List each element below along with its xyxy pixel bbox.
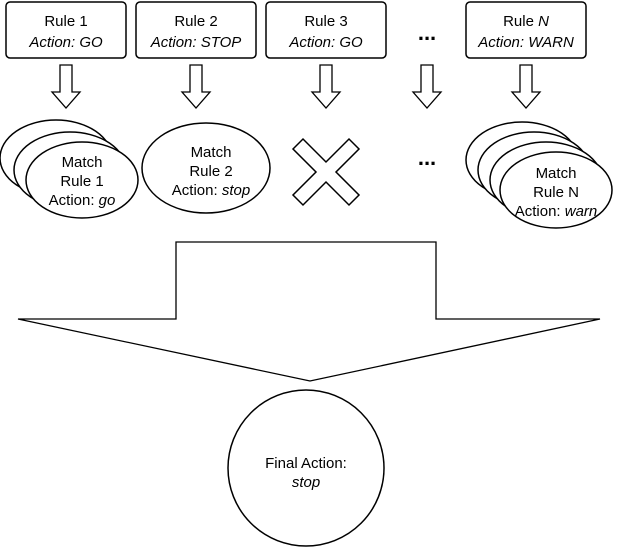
rules-ellipsis: ... — [418, 20, 436, 45]
match-1-action: Action: go — [49, 192, 116, 209]
arrow-rule-1-icon — [50, 64, 82, 109]
no-match-x-icon — [291, 137, 361, 207]
match-1-line2: Rule 1 — [60, 173, 103, 190]
arrow-ellipsis-icon — [411, 64, 443, 109]
match-2-action: Action: stop — [172, 182, 250, 199]
match-2-line2: Rule 2 — [189, 163, 232, 180]
match-n-front-ellipse — [499, 151, 613, 229]
rule-box-n-frame — [465, 1, 587, 59]
arrow-rule-n-icon — [510, 64, 542, 109]
rule-1-action: Action: GO — [28, 34, 103, 51]
match-stack-1 — [0, 119, 139, 219]
match-n-action: Action: warn — [515, 203, 598, 220]
rule-box-n: Rule N Action: WARN — [465, 1, 587, 59]
match-2-ellipse — [141, 122, 271, 214]
match-n-line1: Match — [536, 165, 577, 182]
rule-2-action: Action: STOP — [150, 34, 242, 51]
rule-box-3: Rule 3 Action: GO — [265, 1, 387, 59]
arrow-rule-2-icon — [180, 64, 212, 109]
merge-arrow-icon — [17, 241, 601, 382]
match-stack-n — [465, 121, 613, 229]
arrow-rule-3-icon — [310, 64, 342, 109]
rule-box-2-frame — [135, 1, 257, 59]
rule-box-1-frame — [5, 1, 127, 59]
rule-n-action: Action: WARN — [477, 34, 574, 51]
final-action-label: Final Action: — [265, 455, 347, 472]
match-1-line1: Match — [62, 154, 103, 171]
rule-2-title: Rule 2 — [174, 13, 217, 30]
rule-box-1: Rule 1 Action: GO — [5, 1, 127, 59]
match-2-line1: Match — [191, 144, 232, 161]
rule-3-action: Action: GO — [288, 34, 363, 51]
match-1-front-ellipse — [25, 141, 139, 219]
match-n-line2: Rule N — [533, 184, 579, 201]
final-action-circle — [227, 389, 385, 547]
rule-n-title: Rule N — [503, 13, 549, 30]
final-action-value: stop — [292, 474, 320, 491]
matches-ellipsis: ... — [418, 145, 436, 170]
rule-box-2: Rule 2 Action: STOP — [135, 1, 257, 59]
rule-box-3-frame — [265, 1, 387, 59]
rule-1-title: Rule 1 — [44, 13, 87, 30]
rule-3-title: Rule 3 — [304, 13, 347, 30]
